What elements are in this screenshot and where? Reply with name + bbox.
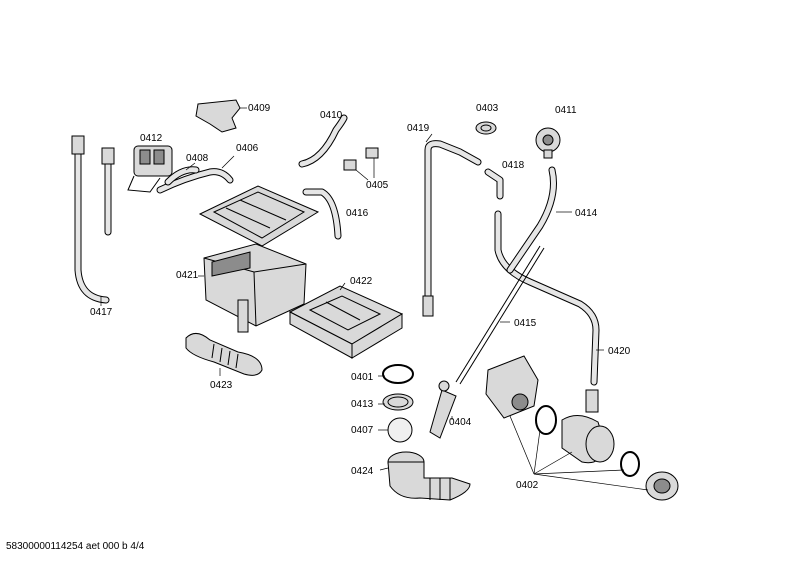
label-0402: 0402 <box>516 480 539 491</box>
label-0415: 0415 <box>514 318 537 329</box>
hose-0419 <box>422 140 482 317</box>
heater-0404 <box>429 380 457 439</box>
label-0411: 0411 <box>555 105 577 116</box>
label-0421: 0421 <box>176 270 199 281</box>
hose-0410 <box>298 114 348 168</box>
dispenser-housing-0421 <box>203 243 307 333</box>
label-0410: 0410 <box>320 110 343 121</box>
dispenser-lid-0421 <box>198 185 320 247</box>
inlet-hose-0417 <box>71 135 115 304</box>
hoses-0408-0406 <box>156 166 234 194</box>
label-0405: 0405 <box>366 180 389 191</box>
label-0422: 0422 <box>350 276 373 287</box>
label-0407: 0407 <box>351 425 374 436</box>
ring-0401 <box>382 364 414 384</box>
pump-0402 <box>485 355 679 501</box>
bellows-hose-0423 <box>185 333 263 376</box>
label-0418: 0418 <box>502 160 525 171</box>
drain-hose-0420 <box>494 210 600 386</box>
valve-0412 <box>127 145 173 193</box>
ball-0407 <box>387 417 413 443</box>
label-0424: 0424 <box>351 466 374 477</box>
seal-0413 <box>382 393 414 411</box>
label-0417: 0417 <box>90 307 113 318</box>
elbow-0418 <box>484 168 504 200</box>
label-0414: 0414 <box>575 208 598 219</box>
drawing-number-footer: 58300000114254 aet 000 b 4/4 <box>6 541 145 552</box>
clamp-0403 <box>475 121 497 135</box>
label-0423: 0423 <box>210 380 233 391</box>
label-0406: 0406 <box>236 143 259 154</box>
label-0404: 0404 <box>449 417 472 428</box>
label-0409: 0409 <box>248 103 271 114</box>
label-0419: 0419 <box>407 123 430 134</box>
sump-hose-0424 <box>387 451 471 501</box>
label-0401: 0401 <box>351 372 374 383</box>
clips-0405 <box>343 147 379 171</box>
cable-0415 <box>455 245 545 385</box>
label-0416: 0416 <box>346 208 369 219</box>
label-0408: 0408 <box>186 153 209 164</box>
pressure-tube-0414 <box>506 166 557 274</box>
label-0413: 0413 <box>351 399 374 410</box>
label-0420: 0420 <box>608 346 631 357</box>
hose-0416 <box>302 188 342 240</box>
pressure-switch-0411 <box>535 127 561 159</box>
bracket-0409 <box>195 99 241 133</box>
detergent-drawer-0422 <box>288 285 404 359</box>
label-0412: 0412 <box>140 133 163 144</box>
label-0403: 0403 <box>476 103 499 114</box>
